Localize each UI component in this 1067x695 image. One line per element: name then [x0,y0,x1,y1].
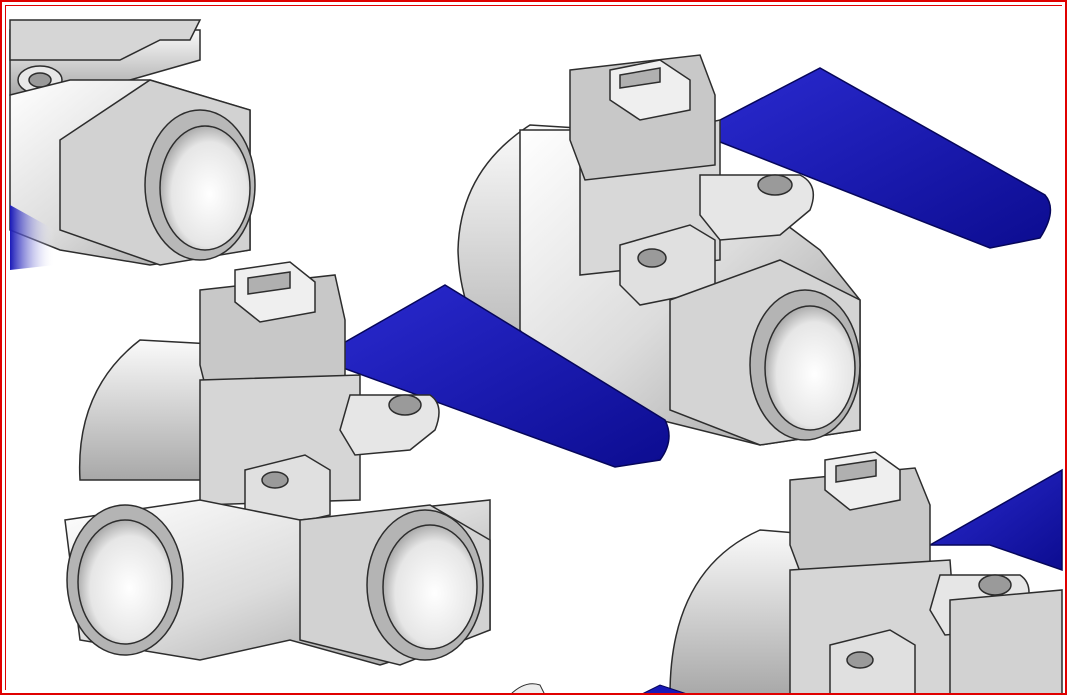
handle-fragment-bottom [639,684,691,695]
valve-partial-bottom-right [669,451,1063,695]
valve-three-way-middle [64,261,670,666]
valve-partial-top-left [9,19,256,270]
image-frame-inner [5,5,1062,690]
bore-fragment-bottom [509,683,546,695]
